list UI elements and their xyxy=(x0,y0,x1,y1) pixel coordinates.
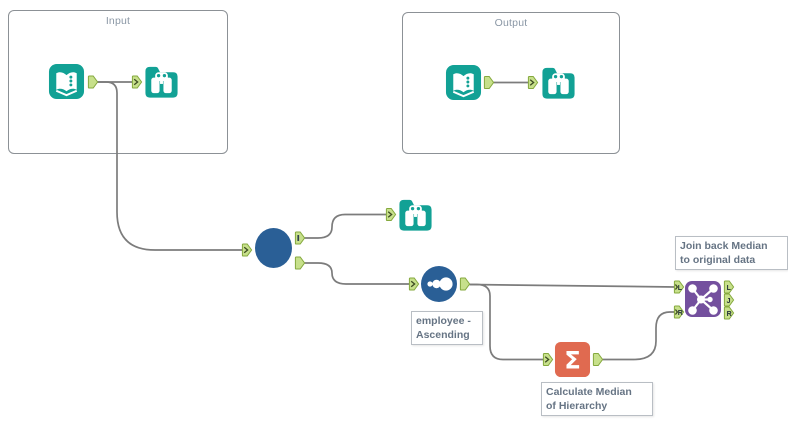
tool-summarize[interactable]: Σ xyxy=(554,341,591,378)
container-output[interactable]: Output xyxy=(402,12,620,154)
tool-input-data-1[interactable] xyxy=(48,63,85,100)
svg-text:L: L xyxy=(678,285,683,292)
wire-bluecircle-sort[interactable] xyxy=(304,262,411,285)
anchor-out-bluecircle-bottom[interactable] xyxy=(294,256,306,270)
tool-sort[interactable] xyxy=(420,265,458,303)
tool-browse-1[interactable] xyxy=(143,63,180,100)
annotation-summarize[interactable]: Calculate Median of Hierarchy xyxy=(541,382,653,416)
tool-browse-2[interactable] xyxy=(540,64,577,101)
wire-bluecircle-browse[interactable] xyxy=(304,213,388,239)
tool-join[interactable] xyxy=(684,280,722,318)
anchor-out-inputdata1[interactable] xyxy=(87,75,99,89)
anchor-out-summarize[interactable] xyxy=(592,353,604,366)
svg-text:Σ: Σ xyxy=(564,345,581,374)
wire-summarize-join[interactable] xyxy=(602,311,676,361)
anchor-in-bluecircle[interactable] xyxy=(241,243,253,257)
anchor-join-out-left[interactable]: L xyxy=(723,280,735,294)
join-network-icon xyxy=(685,281,721,317)
wire-sort-join[interactable] xyxy=(469,283,676,288)
annotation-join[interactable]: Join back Median to original data xyxy=(675,236,788,270)
browse-icon xyxy=(145,66,178,98)
svg-text:R: R xyxy=(727,311,732,318)
anchor-in-sort[interactable] xyxy=(408,277,420,291)
anchor-out-bluecircle-top[interactable] xyxy=(294,231,306,245)
summarize-sigma-icon: Σ xyxy=(554,341,591,378)
browse-icon xyxy=(542,67,575,99)
input-data-icon xyxy=(445,64,482,101)
svg-text:L: L xyxy=(727,285,732,292)
anchor-join-in-right[interactable]: R xyxy=(673,305,685,319)
anchor-out-inputdata2[interactable] xyxy=(483,76,495,89)
anchor-join-out-right[interactable]: R xyxy=(723,306,735,320)
anchor-in-browse1[interactable] xyxy=(131,75,143,89)
wire-sort-summarize[interactable] xyxy=(469,283,544,361)
sort-icon xyxy=(421,266,457,302)
browse-icon xyxy=(399,199,432,231)
svg-text:J: J xyxy=(727,298,731,305)
input-data-icon xyxy=(48,63,85,100)
anchor-join-in-left[interactable]: L xyxy=(673,280,685,294)
annotation-sort[interactable]: employee - Ascending xyxy=(411,311,483,345)
svg-text:R: R xyxy=(678,310,683,317)
tool-input-data-2[interactable] xyxy=(445,64,482,101)
anchor-in-summarize[interactable] xyxy=(542,353,554,366)
tool-browse-float[interactable] xyxy=(397,196,434,233)
anchor-in-browse2[interactable] xyxy=(527,76,539,89)
anchor-mark xyxy=(297,235,300,241)
tool-blue-circle[interactable] xyxy=(255,228,292,268)
container-output-label: Output xyxy=(494,17,528,29)
container-input-label: Input xyxy=(105,15,131,27)
anchor-join-out-join[interactable]: J xyxy=(723,293,735,307)
wire-inputdata1-bluecircle[interactable] xyxy=(97,81,244,251)
anchor-out-sort[interactable] xyxy=(459,277,471,291)
anchor-in-browse-float[interactable] xyxy=(385,208,397,221)
